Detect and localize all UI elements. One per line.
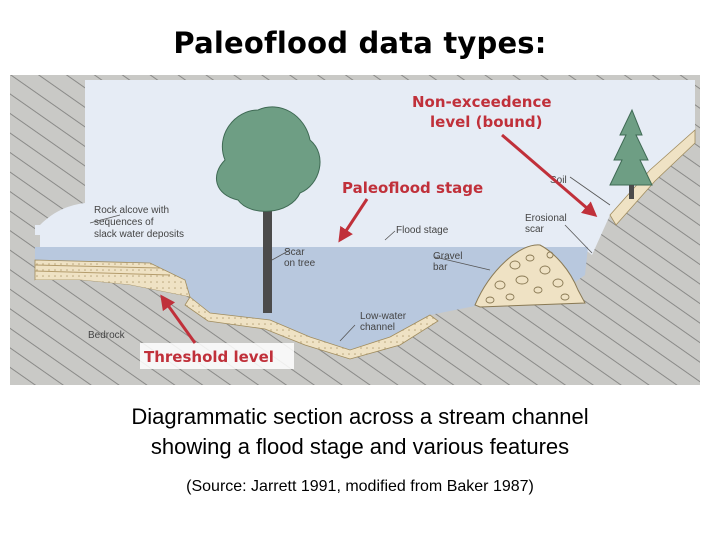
scar-label-2: on tree (284, 258, 316, 269)
tree-trunk (263, 195, 272, 313)
rock-alcove-label-3: slack water deposits (94, 229, 184, 240)
gravel-bar (474, 244, 586, 308)
paleoflood-stage-arrow (338, 198, 369, 243)
threshold-level-label: Threshold level (144, 348, 274, 366)
soil-label: Soil (550, 175, 567, 186)
erosional-label-2: scar (525, 224, 545, 235)
tree-canopy (216, 106, 321, 212)
cross-section-diagram: Rock alcove with sequences of slack wate… (10, 75, 700, 385)
gravel-label-2: bar (433, 262, 448, 273)
gravel-label-1: Gravel (433, 251, 462, 262)
source-citation: (Source: Jarrett 1991, modified from Bak… (186, 478, 534, 495)
caption-line-1: Diagrammatic section across a stream cha… (131, 404, 589, 429)
flood-stage-label: Flood stage (396, 225, 449, 236)
bedrock-label: Bedrock (88, 330, 126, 341)
erosional-label-1: Erosional (525, 213, 567, 224)
non-exceedence-label-1: Non-exceedence (412, 93, 552, 111)
scar-label-1: Scar (284, 247, 305, 258)
low-water-label-2: channel (360, 322, 395, 333)
threshold-arrow (160, 294, 197, 344)
rock-alcove-label-2: sequences of (94, 217, 154, 228)
page-title: Paleoflood data types: (173, 26, 547, 60)
soil-layer (609, 129, 696, 226)
paleoflood-stage-label: Paleoflood stage (342, 179, 483, 197)
flood-water (35, 247, 588, 350)
channel-sediment (184, 296, 439, 360)
non-exceedence-label-2: level (bound) (430, 113, 542, 131)
caption-line-2: showing a flood stage and various featur… (150, 434, 570, 459)
rock-alcove-label-1: Rock alcove with (94, 205, 169, 216)
low-water-label-1: Low-water (360, 311, 407, 322)
non-exceedence-arrow (501, 133, 598, 217)
sky-area (35, 80, 695, 255)
